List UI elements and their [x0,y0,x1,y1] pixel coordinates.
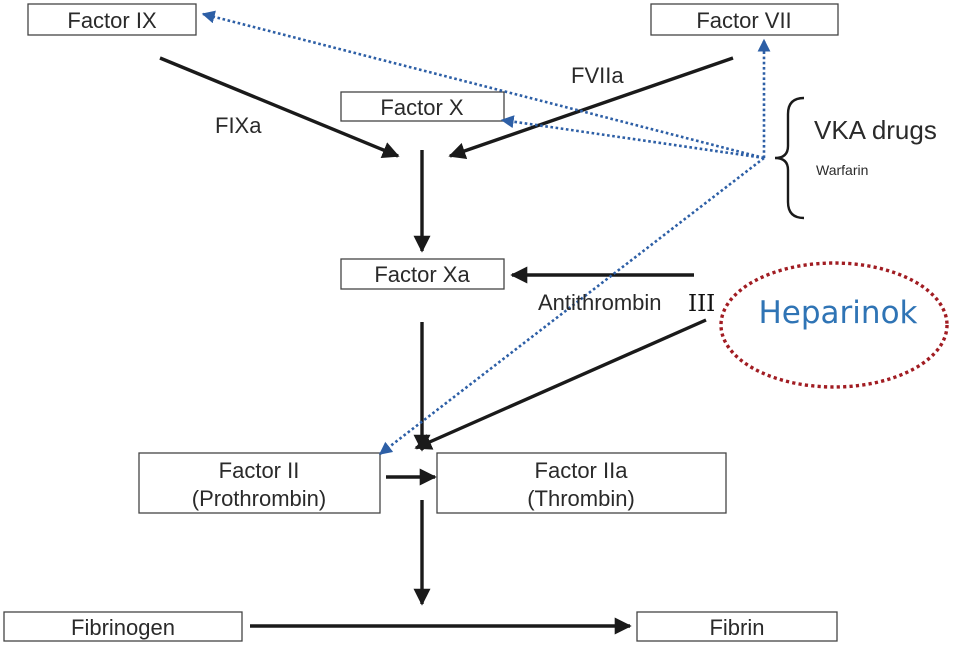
factor-iia-label: Factor IIa [535,458,629,483]
dotted-arrow-to-factor-x [500,115,765,160]
vka-dotted-arrows [201,10,771,456]
factor-vii-box [650,3,839,36]
heparinok-highlight-ring [719,261,949,389]
heparinok-label: Heparinok [759,295,918,331]
arrow-factor-ix-to-x [159,56,400,159]
factor-x-box [340,91,505,122]
thrombin-label: (Thrombin) [527,486,635,511]
antithrombin-iii-label: III [688,291,715,317]
factor-xa-box [340,258,505,290]
prothrombin-label: (Prothrombin) [192,486,326,511]
fviia-label: FVIIa [571,63,624,88]
antithrombin-label: Antithrombin [538,290,662,315]
factor-ix-label: Factor IX [67,8,157,33]
factor-vii-label: Factor VII [696,8,791,33]
fibrinogen-label: Fibrinogen [71,615,175,640]
fixa-label: FIXa [215,113,262,138]
arrow-antithrombin-to-ii [414,318,707,450]
factor-iia-box [436,452,727,514]
fibrinogen-box [3,611,243,642]
vka-drugs-label: VKA drugs [814,115,937,145]
factor-x-label: Factor X [380,95,463,120]
fibrin-box [636,611,838,642]
factor-xa-label: Factor Xa [374,262,470,287]
factor-ix-box [27,3,197,36]
warfarin-label: Warfarin [816,162,868,178]
factor-ii-label: Factor II [219,458,300,483]
fibrin-label: Fibrin [709,615,764,640]
arrow-factor-vii-to-x [448,56,734,160]
vka-brace [774,96,805,220]
factor-ii-box [138,452,381,514]
